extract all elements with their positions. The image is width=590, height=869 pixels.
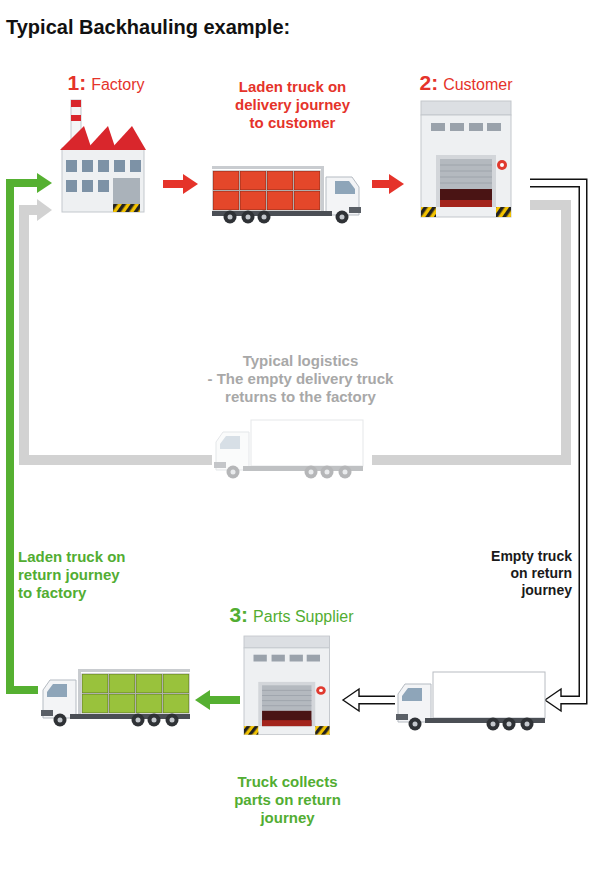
chimney-band — [71, 115, 81, 121]
supplier-building — [244, 636, 330, 735]
factory-window — [98, 180, 109, 192]
connector-line — [163, 180, 184, 188]
factory-window — [82, 160, 93, 172]
customer-node: 2:Customer — [404, 100, 530, 220]
node-heading: 3: Parts Supplier — [210, 603, 373, 627]
factory-illustration — [60, 100, 146, 212]
arrow-head — [183, 174, 198, 194]
empty-truck-illustration — [396, 672, 545, 731]
truck-box — [433, 672, 545, 718]
factory-window — [66, 160, 77, 172]
node-heading: 2: Customer — [416, 71, 516, 95]
empty-truck-illustration — [214, 420, 363, 479]
truck-node: Typical logistics- The empty delivery tr… — [212, 420, 372, 478]
truck-cargo — [78, 669, 190, 714]
factory-wall — [62, 148, 144, 212]
node-label: Customer — [443, 76, 512, 94]
arrow-connector — [372, 174, 404, 194]
supplier-node: 3:Parts SupplierTruck collects parts on … — [240, 635, 343, 735]
diagram-title: Typical Backhauling example: — [6, 16, 290, 39]
connector-line — [372, 180, 390, 188]
customer-building — [421, 101, 511, 217]
step-number: 1: — [67, 71, 86, 95]
truck-node: Laden truck on return journey to factory — [38, 668, 195, 723]
truck-cab-chassis — [214, 432, 363, 479]
factory-roof — [110, 126, 146, 150]
truck-box — [251, 420, 363, 466]
hazard-base — [113, 204, 140, 212]
connector-inner — [357, 697, 396, 703]
chimney-band — [71, 100, 81, 107]
factory-window — [114, 160, 125, 172]
arrow-head — [37, 173, 52, 193]
arrow-connector — [195, 690, 240, 710]
step-number: 2: — [419, 71, 438, 95]
arrow-connector — [10, 173, 52, 690]
truck-cab-chassis — [396, 684, 545, 731]
laden-truck-illustration — [212, 166, 361, 224]
truck-cab-chassis — [41, 680, 190, 727]
truck-caption: Typical logistics — [203, 352, 398, 370]
truck-caption: Empty truck on return journey — [480, 548, 572, 599]
factory-door — [113, 178, 140, 204]
truck-caption: Laden truck on delivery journey to custo… — [210, 78, 375, 132]
arrow-connector — [163, 174, 198, 194]
connector-line — [530, 183, 583, 700]
connector-line — [209, 696, 240, 704]
factory-roof — [86, 126, 116, 150]
connector-line — [372, 205, 566, 460]
truck-caption: Laden truck on return journey to factory — [18, 548, 133, 602]
connector-layer — [10, 173, 583, 711]
arrow-connector — [530, 183, 583, 711]
factory-roof — [60, 126, 92, 150]
connector-line — [24, 210, 212, 460]
arrow-connector — [343, 689, 395, 711]
node-heading: 1: Factory — [58, 71, 154, 95]
truck-cargo — [212, 166, 324, 211]
factory-window — [98, 160, 109, 172]
factory-node: 1:Factory — [52, 100, 163, 220]
hazard-stripes — [113, 204, 140, 212]
connector-inner — [530, 183, 583, 700]
arrow-head — [389, 174, 404, 194]
node-label: Factory — [91, 76, 144, 94]
factory-window — [130, 160, 141, 172]
factory-window — [66, 180, 77, 192]
truck-node: Laden truck on delivery journey to custo… — [198, 162, 372, 222]
step-number: 3: — [229, 603, 248, 627]
truck-node: Empty truck on return journey — [395, 670, 545, 730]
arrow-connector — [24, 199, 212, 460]
arrow-head — [195, 690, 210, 710]
truck-cab-chassis — [212, 177, 361, 224]
node-label: Parts Supplier — [253, 608, 354, 626]
arrow-connector — [372, 205, 566, 460]
connector-line — [10, 183, 38, 690]
truck-caption: - The empty delivery truck returns to th… — [203, 370, 398, 406]
arrow-head — [37, 199, 52, 221]
laden-truck-illustration — [41, 669, 190, 727]
node-note: Truck collects parts on return journey — [225, 773, 350, 827]
factory-window — [82, 180, 93, 192]
